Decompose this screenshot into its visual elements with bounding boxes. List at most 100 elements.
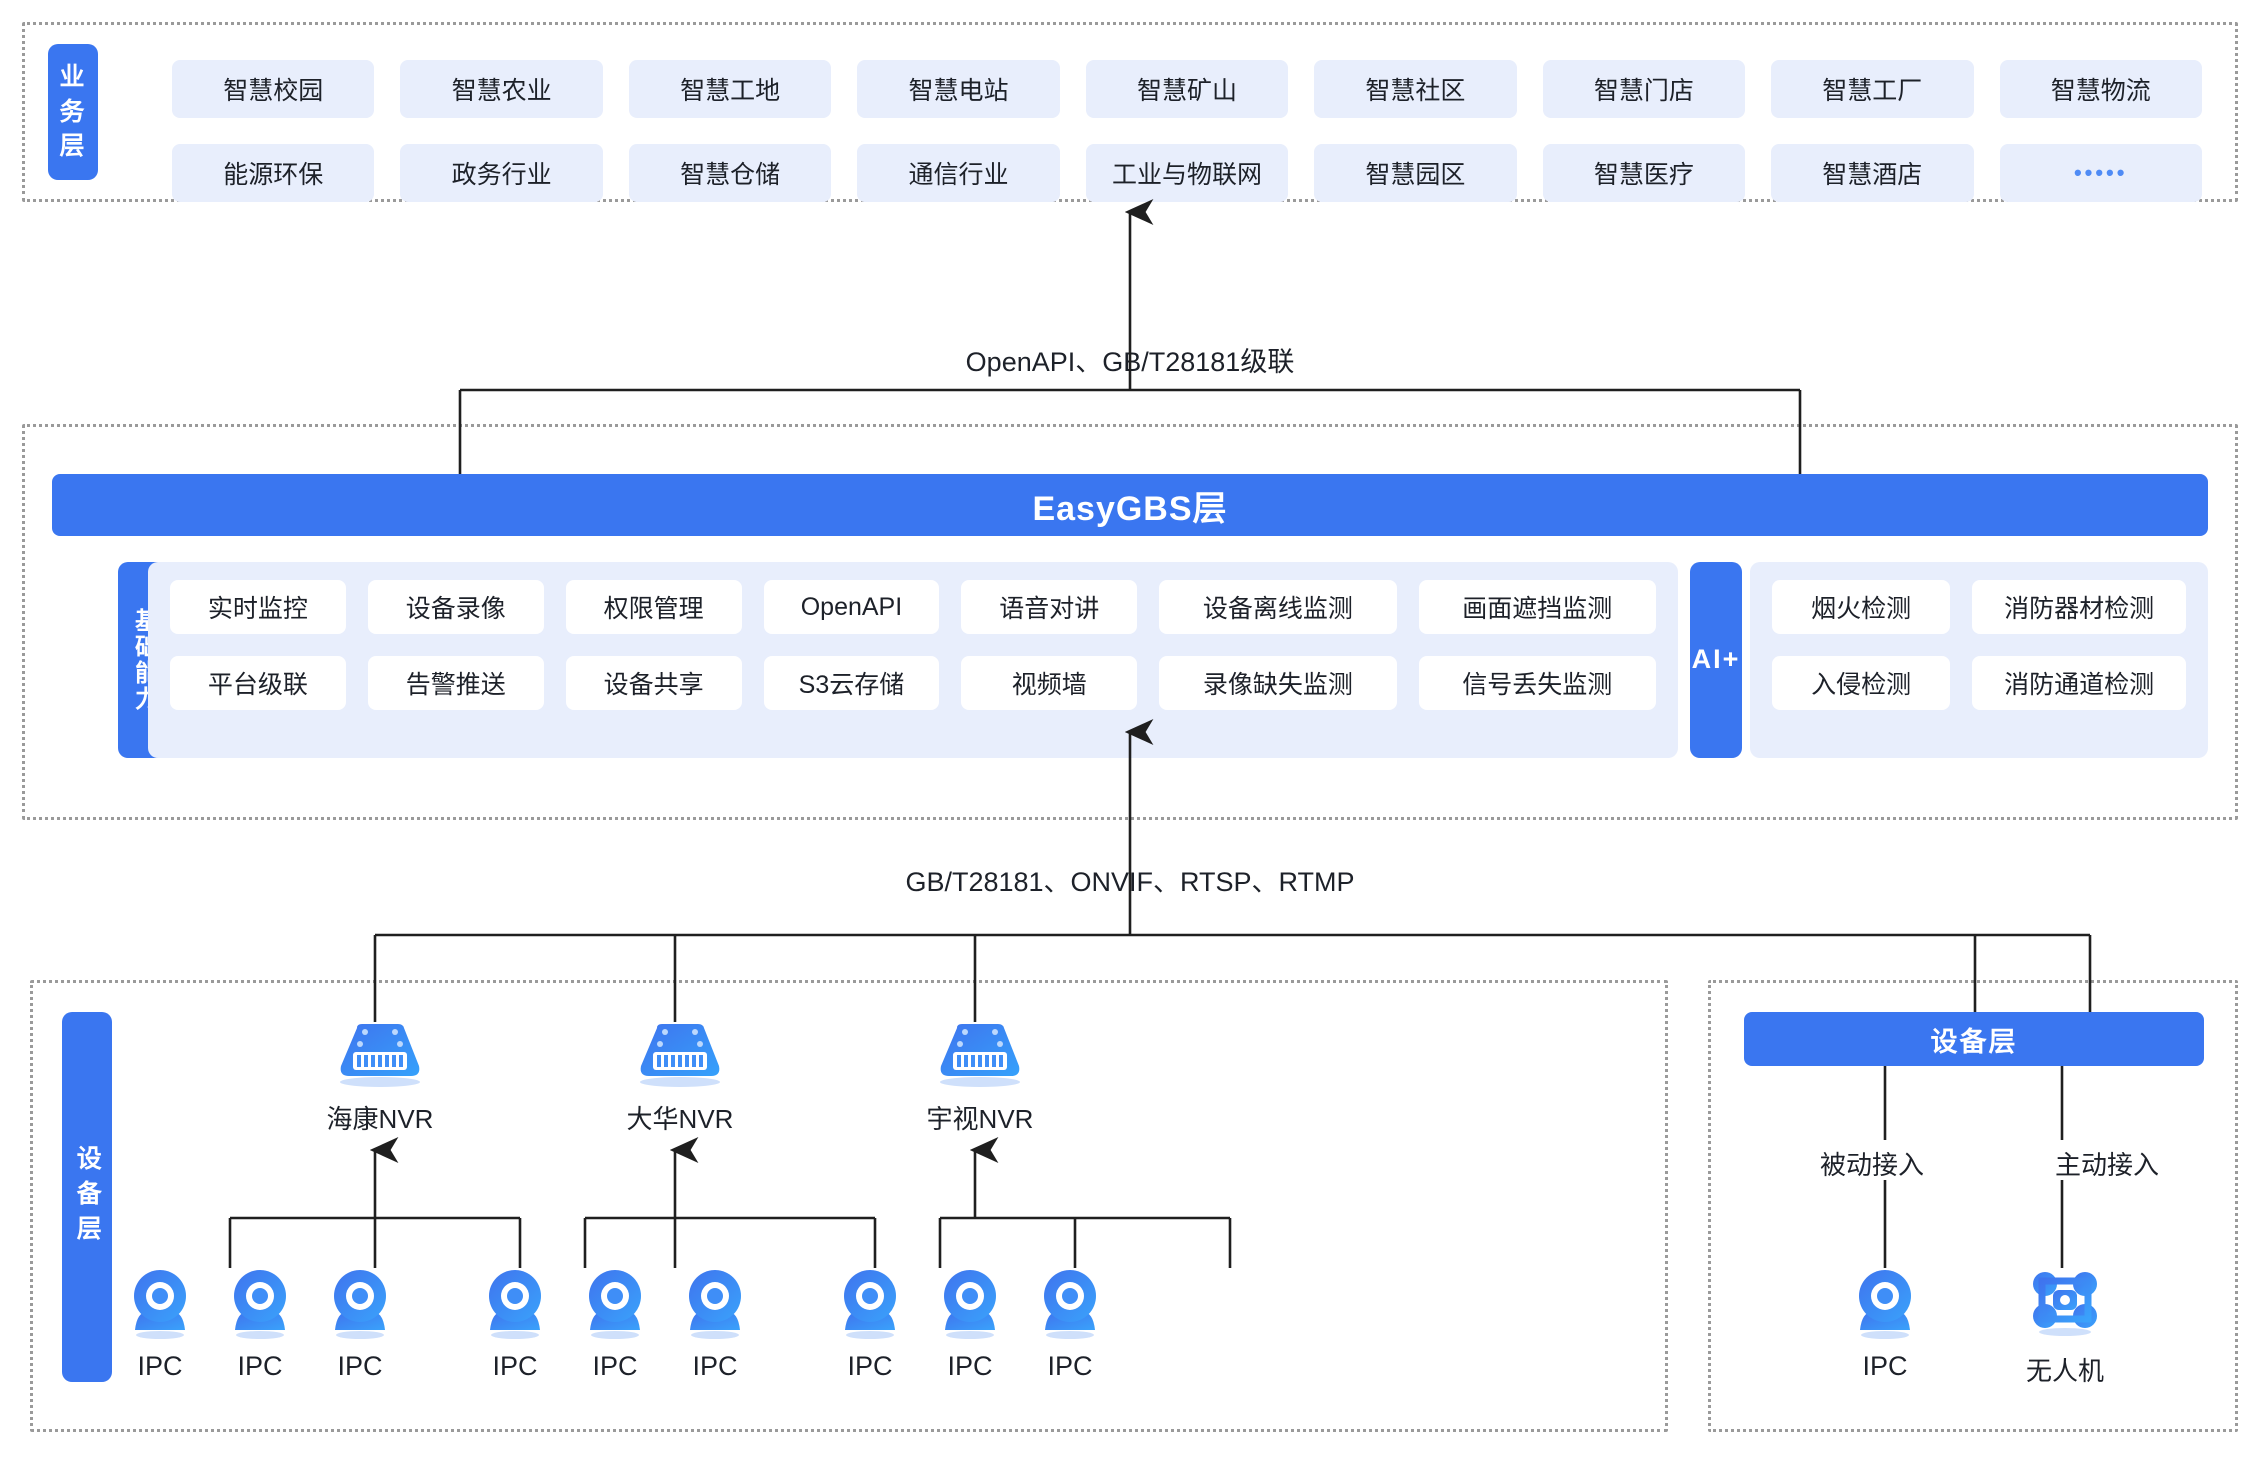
camera-icon [1044, 1270, 1096, 1339]
nvr-label: 海康NVR [326, 1104, 434, 1134]
nvr-node-dahua[interactable]: 大华NVR [590, 1022, 770, 1136]
capability-chip[interactable]: 平台级联 [170, 656, 346, 710]
business-chip-row-2: 能源环保 政务行业 智慧仓储 通信行业 工业与物联网 智慧园区 智慧医疗 智慧酒… [172, 144, 2202, 202]
nvr-icon [640, 1024, 720, 1087]
nvr-node-hikvision[interactable]: 海康NVR [290, 1022, 470, 1136]
ipc-label: IPC [137, 1351, 183, 1381]
ipc-label: IPC [237, 1351, 283, 1381]
business-chip[interactable]: 工业与物联网 [1085, 144, 1289, 202]
capability-chip[interactable]: 录像缺失监测 [1159, 656, 1397, 710]
camera-icon [489, 1270, 541, 1339]
easygbs-layer-title: EasyGBS层 [1032, 489, 1228, 528]
lower-protocol-label: GB/T28181、ONVIF、RTSP、RTMP [905, 867, 1355, 897]
drone-label: 无人机 [2025, 1356, 2104, 1386]
capability-chip[interactable]: 视频墙 [961, 656, 1138, 710]
ipc-label: IPC [1047, 1351, 1093, 1381]
capability-chip[interactable]: 设备离线监测 [1159, 580, 1397, 634]
camera-icon [134, 1270, 186, 1339]
business-layer-tab-label: 业务层 [59, 63, 87, 161]
camera-icon [1859, 1270, 1911, 1339]
camera-icon [689, 1270, 741, 1339]
easygbs-layer-bar: EasyGBS层 [52, 474, 2208, 536]
capability-chip[interactable]: 权限管理 [565, 580, 742, 634]
ipc-label: IPC [1862, 1351, 1908, 1381]
ipc-node[interactable]: IPC [1025, 1268, 1115, 1382]
business-chip[interactable]: 通信行业 [857, 144, 1060, 202]
ipc-label: IPC [847, 1351, 893, 1381]
capability-chip[interactable]: 设备录像 [367, 580, 544, 634]
device-layer-left-tab-label: 设备层 [73, 1144, 102, 1250]
business-chip[interactable]: 智慧仓储 [628, 144, 832, 202]
business-chip[interactable]: 智慧物流 [1999, 60, 2202, 118]
device-layer-left-tab: 设备层 [62, 1012, 112, 1382]
capability-panel: 实时监控 设备录像 权限管理 OpenAPI 语音对讲 设备离线监测 画面遮挡监… [148, 562, 1678, 758]
camera-icon [844, 1270, 896, 1339]
capability-chip[interactable]: 语音对讲 [961, 580, 1138, 634]
capability-chip[interactable]: 告警推送 [367, 656, 544, 710]
camera-icon [234, 1270, 286, 1339]
ipc-label: IPC [337, 1351, 383, 1381]
ipc-node[interactable]: IPC [315, 1268, 405, 1382]
ai-capability-chip[interactable]: 消防通道检测 [1972, 656, 2186, 710]
capability-chip[interactable]: 实时监控 [170, 580, 346, 634]
business-chip[interactable]: 智慧工厂 [1771, 60, 1974, 118]
ipc-node[interactable]: IPC [115, 1268, 205, 1382]
business-chip[interactable]: 智慧酒店 [1771, 144, 1974, 202]
business-chip[interactable]: 智慧门店 [1542, 60, 1746, 118]
camera-icon [334, 1270, 386, 1339]
ipc-node[interactable]: IPC [470, 1268, 560, 1382]
business-chip[interactable]: 智慧农业 [400, 60, 603, 118]
nvr-icon [940, 1024, 1020, 1087]
ipc-label: IPC [492, 1351, 538, 1381]
nvr-label: 宇视NVR [926, 1104, 1034, 1134]
camera-icon [589, 1270, 641, 1339]
capability-row-2: 平台级联 告警推送 设备共享 S3云存储 视频墙 录像缺失监测 信号丢失监测 [170, 656, 1656, 710]
nvr-icon [340, 1024, 420, 1087]
business-chip[interactable]: 智慧工地 [628, 60, 832, 118]
business-chip-row-1: 智慧校园 智慧农业 智慧工地 智慧电站 智慧矿山 智慧社区 智慧门店 智慧工厂 … [172, 60, 2202, 118]
ai-plus-tab-label: AI+ [1691, 644, 1741, 675]
ipc-node[interactable]: IPC [825, 1268, 915, 1382]
device-layer-left-panel [30, 980, 1668, 1432]
business-chip[interactable]: 智慧医疗 [1542, 144, 1746, 202]
passive-access-label: 被动接入 [1810, 1145, 1935, 1182]
upper-protocol-label: OpenAPI、GB/T28181级联 [965, 347, 1295, 377]
capability-chip[interactable]: 画面遮挡监测 [1418, 580, 1656, 634]
ipc-label: IPC [592, 1351, 638, 1381]
right-ipc-node[interactable]: IPC [1840, 1268, 1930, 1382]
drone-node[interactable]: 无人机 [2010, 1268, 2120, 1388]
ipc-node[interactable]: IPC [670, 1268, 760, 1382]
ipc-label: IPC [947, 1351, 993, 1381]
ai-capability-row-2: 入侵检测 消防通道检测 [1772, 656, 2186, 710]
ai-capability-chip[interactable]: 入侵检测 [1772, 656, 1951, 710]
nvr-label: 大华NVR [626, 1104, 734, 1134]
capability-chip[interactable]: S3云存储 [763, 656, 940, 710]
business-chip[interactable]: 政务行业 [400, 144, 603, 202]
capability-chip[interactable]: OpenAPI [763, 580, 940, 634]
ipc-node[interactable]: IPC [925, 1268, 1015, 1382]
business-chip[interactable]: 智慧矿山 [1085, 60, 1289, 118]
ai-capability-panel: 烟火检测 消防器材检测 入侵检测 消防通道检测 [1750, 562, 2208, 758]
nvr-node-uniview[interactable]: 宇视NVR [890, 1022, 1070, 1136]
active-access-label: 主动接入 [2045, 1145, 2170, 1182]
capability-chip[interactable]: 设备共享 [565, 656, 742, 710]
ai-capability-row-1: 烟火检测 消防器材检测 [1772, 580, 2186, 634]
capability-row-1: 实时监控 设备录像 权限管理 OpenAPI 语音对讲 设备离线监测 画面遮挡监… [170, 580, 1656, 634]
business-chip-ellipsis[interactable]: ••••• [1999, 144, 2202, 202]
business-chip[interactable]: 智慧园区 [1314, 144, 1517, 202]
drone-icon [2033, 1272, 2097, 1336]
business-chip[interactable]: 智慧校园 [172, 60, 375, 118]
device-layer-right-bar: 设备层 [1744, 1012, 2204, 1066]
camera-icon [944, 1270, 996, 1339]
ai-capability-chip[interactable]: 烟火检测 [1772, 580, 1951, 634]
ipc-node[interactable]: IPC [215, 1268, 305, 1382]
ai-capability-chip[interactable]: 消防器材检测 [1972, 580, 2186, 634]
device-layer-right-bar-label: 设备层 [1930, 1026, 2018, 1057]
business-chip[interactable]: 智慧社区 [1314, 60, 1517, 118]
ipc-node[interactable]: IPC [570, 1268, 660, 1382]
business-chip[interactable]: 智慧电站 [857, 60, 1060, 118]
capability-chip[interactable]: 信号丢失监测 [1418, 656, 1656, 710]
business-layer-tab: 业务层 [48, 44, 98, 180]
business-chip-grid: 智慧校园 智慧农业 智慧工地 智慧电站 智慧矿山 智慧社区 智慧门店 智慧工厂 … [172, 60, 2202, 228]
business-chip[interactable]: 能源环保 [172, 144, 375, 202]
